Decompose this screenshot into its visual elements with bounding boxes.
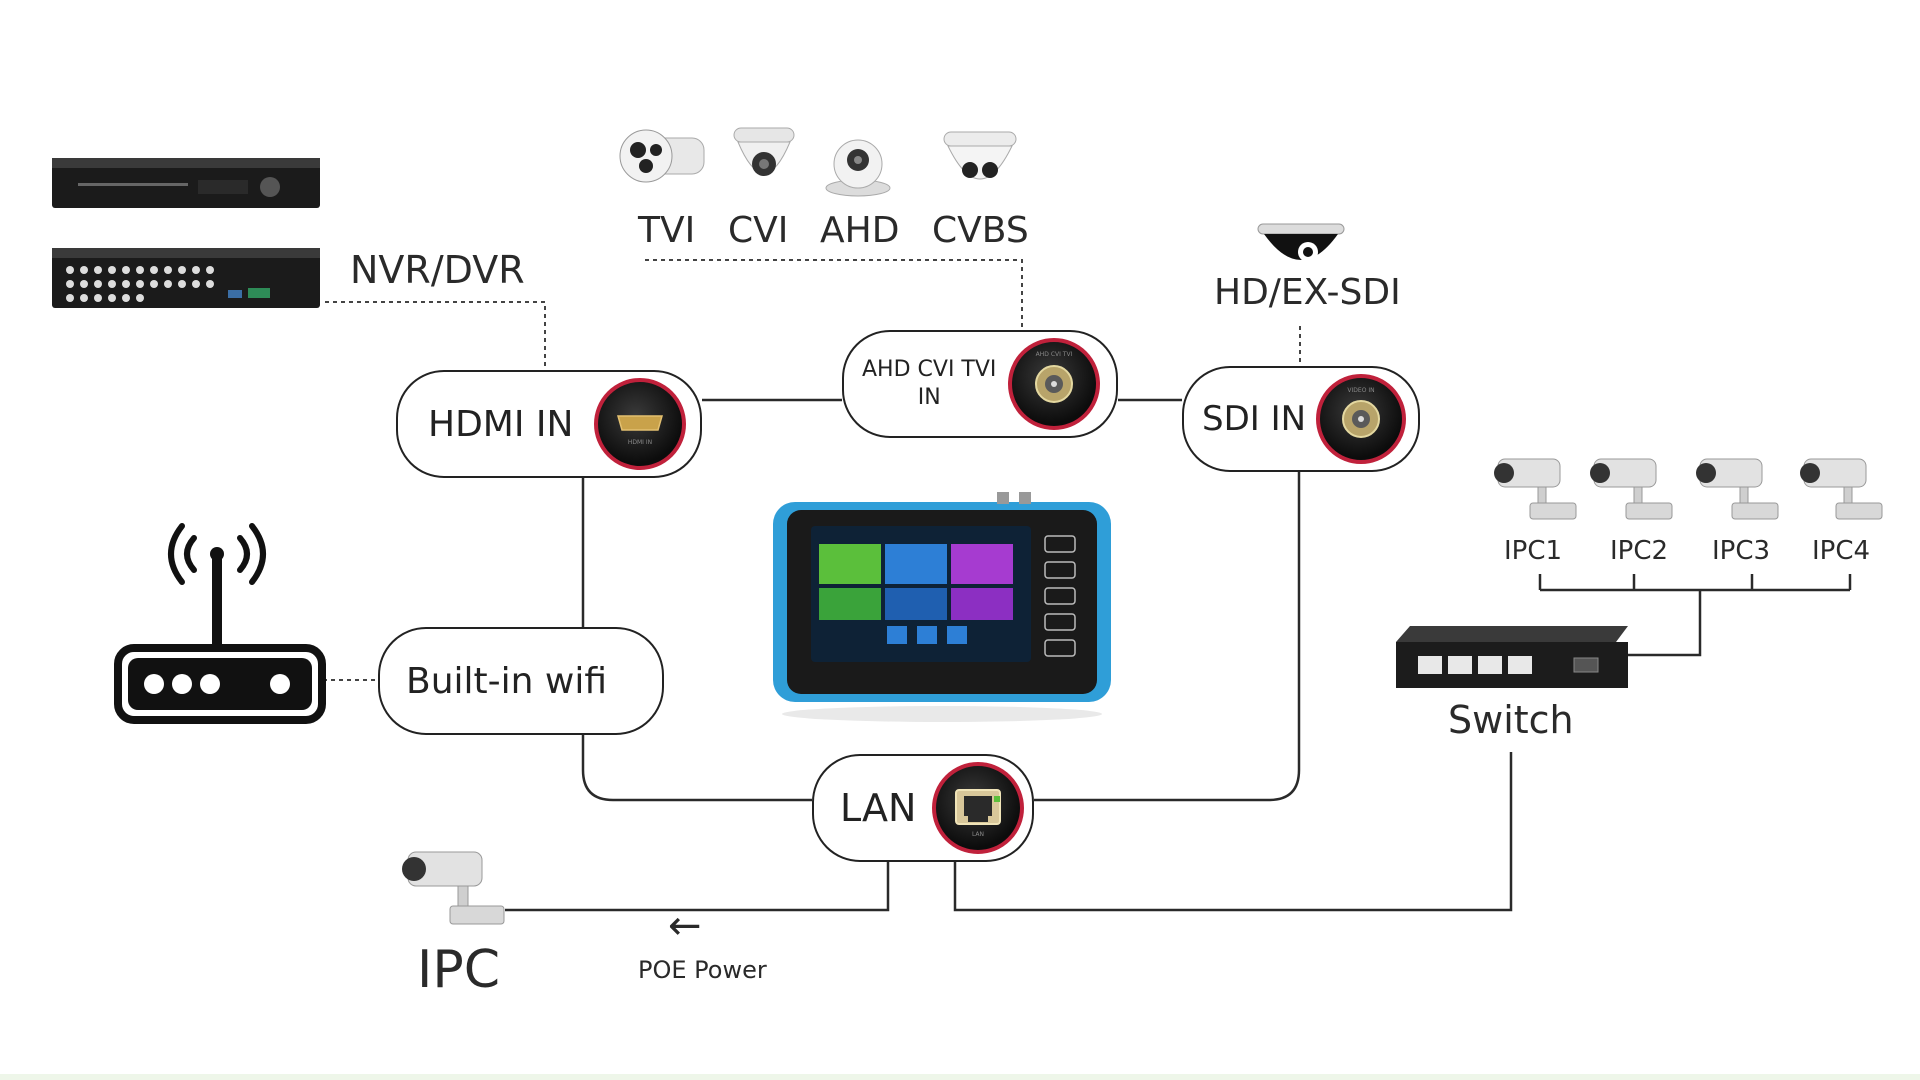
link-lan-ipc <box>505 862 890 912</box>
recorder-label: NVR/DVR <box>350 248 525 292</box>
switch-label: Switch <box>1448 698 1574 742</box>
analog-in-label-2: IN <box>917 385 941 410</box>
ipc-label: IPC <box>417 940 501 1000</box>
link-lan-switch <box>953 752 1513 912</box>
ipc-camera-icon <box>402 851 505 925</box>
rj45-port-icon: LAN <box>932 762 1024 854</box>
turret-camera-icon <box>825 139 891 197</box>
tester-device <box>773 492 1111 722</box>
analog-in-label-1: AHD CVI TVI <box>862 357 997 382</box>
bnc-port-icon-analog: AHD CVI TVI <box>1008 338 1100 430</box>
poe-arrow: ← <box>668 903 702 949</box>
ipc2-label: IPC2 <box>1610 536 1669 566</box>
link-sdi-lan <box>1034 472 1301 802</box>
eyeball-camera-icon <box>943 131 1017 180</box>
analog-port-micro-label: AHD CVI TVI <box>1036 351 1073 358</box>
sdi-in-label: SDI IN <box>1202 399 1307 439</box>
ipc1-label: IPC1 <box>1504 536 1563 566</box>
ipc3-label: IPC3 <box>1712 536 1771 566</box>
sdi-camera-label: HD/EX-SDI <box>1214 272 1401 313</box>
camera-type-ahd: AHD <box>820 210 900 251</box>
hdmi-port-micro-label: HDMI IN <box>628 439 652 446</box>
bottom-strip <box>0 1074 1920 1080</box>
dashed-recorder-hdmi <box>325 301 546 370</box>
hdmi-in-label: HDMI IN <box>428 403 574 445</box>
wifi-module: Built-in wifi <box>378 627 664 735</box>
bnc-port-icon-sdi: VIDEO IN <box>1316 374 1406 464</box>
dashed-cameras-analog <box>645 259 1023 330</box>
ipc4-label: IPC4 <box>1812 536 1871 566</box>
lan-port-micro-label: LAN <box>972 831 984 838</box>
camera-type-tvi: TVI <box>638 210 696 251</box>
analog-in-text: AHD CVI TVI IN <box>862 356 996 412</box>
sdi-camera-icon <box>1257 223 1345 262</box>
wifi-label: Built-in wifi <box>406 660 608 702</box>
link-wifi-lan <box>581 735 812 802</box>
hdmi-port-icon: HDMI IN <box>594 378 686 470</box>
ipc4-camera-icon <box>1800 458 1883 520</box>
camera-type-cvbs: CVBS <box>932 210 1029 251</box>
switch-icon <box>1396 626 1628 688</box>
camera-type-cvi: CVI <box>728 210 789 251</box>
poe-label: POE Power <box>638 956 767 984</box>
lan-label: LAN <box>840 786 917 830</box>
router-icon <box>114 523 326 724</box>
ipc2-camera-icon <box>1590 458 1673 520</box>
dome-camera-icon <box>733 127 795 176</box>
sdi-port-micro-label: VIDEO IN <box>1347 387 1374 394</box>
bullet-camera-icon <box>619 129 705 183</box>
ipc1-camera-icon <box>1494 458 1577 520</box>
ipc3-camera-icon <box>1696 458 1779 520</box>
recorder-icon <box>52 158 320 308</box>
